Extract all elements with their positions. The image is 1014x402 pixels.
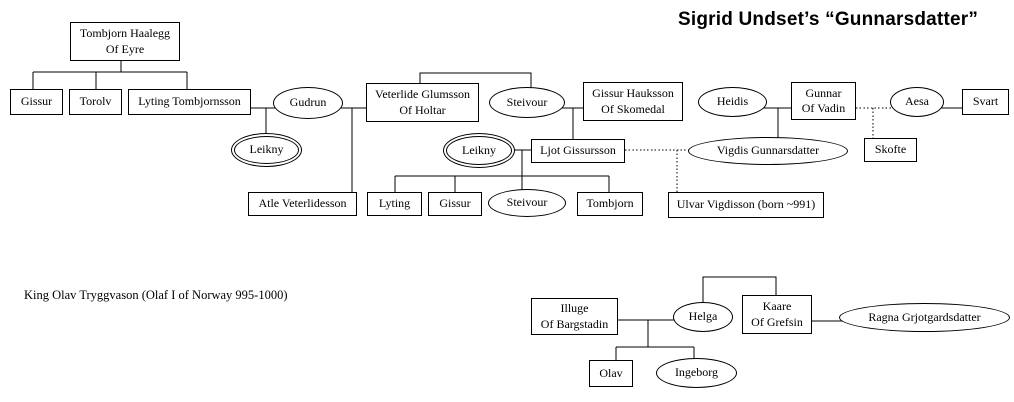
node-label: Ulvar Vigdisson (born ~991) bbox=[676, 197, 816, 212]
edge-ljot-children bbox=[394, 150, 610, 193]
node-vigdis-gunnarsdatter: Vigdis Gunnarsdatter bbox=[688, 137, 848, 165]
node-label: Kaare Of Grefsin bbox=[751, 299, 803, 329]
node-label: Ingeborg bbox=[674, 365, 719, 380]
node-aesa: Aesa bbox=[890, 87, 944, 117]
node-label: Svart bbox=[972, 94, 999, 109]
node-label: Aesa bbox=[905, 94, 929, 109]
edge-helga-kaare-overtop bbox=[702, 276, 777, 306]
node-gissur-hauksson: Gissur Hauksson Of Skomedal bbox=[583, 82, 683, 121]
node-label: Steivour bbox=[506, 195, 548, 210]
node-label: Gissur Hauksson Of Skomedal bbox=[592, 86, 674, 116]
diagram-title: Sigrid Undset’s “Gunnarsdatter” bbox=[678, 9, 979, 30]
node-label: Olav bbox=[599, 365, 623, 380]
node-label: Leikny bbox=[249, 142, 284, 157]
node-helga: Helga bbox=[673, 302, 733, 332]
node-torolv: Torolv bbox=[69, 89, 122, 115]
node-kaare-of-grefsin: Kaare Of Grefsin bbox=[742, 295, 812, 334]
node-label: Heidis bbox=[716, 94, 749, 109]
edge-tombjorn-children bbox=[32, 61, 188, 90]
node-gissur-jr: Gissur bbox=[428, 192, 482, 216]
node-label: Helga bbox=[688, 309, 718, 324]
node-veterlide-glumsson: Veterlide Glumsson Of Holtar bbox=[366, 83, 479, 122]
node-label: Tombjorn bbox=[586, 196, 634, 211]
edge-illuge-children bbox=[615, 320, 695, 362]
node-gunnar-of-vadin: Gunnar Of Vadin bbox=[791, 82, 856, 120]
node-ingeborg: Ingeborg bbox=[656, 358, 737, 388]
node-label: Atle Veterlidesson bbox=[258, 196, 347, 211]
node-label: Veterlide Glumsson Of Holtar bbox=[375, 87, 470, 117]
node-svart: Svart bbox=[962, 89, 1009, 115]
node-label: Gudrun bbox=[289, 95, 327, 110]
node-ragna-grjotgardsdatter: Ragna Grjotgardsdatter bbox=[839, 303, 1010, 332]
node-label: Ljot Gissursson bbox=[540, 143, 616, 158]
node-olav: Olav bbox=[589, 360, 633, 387]
node-atle-veterlidesson: Atle Veterlidesson bbox=[248, 192, 357, 216]
node-illuge-of-bargstadin: Illuge Of Bargstadin bbox=[531, 298, 618, 335]
node-heidis: Heidis bbox=[698, 87, 767, 117]
node-ulvar-vigdisson: Ulvar Vigdisson (born ~991) bbox=[668, 192, 824, 218]
king-olav-note: King Olav Tryggvason (Olaf I of Norway 9… bbox=[24, 288, 288, 302]
node-label: Lyting bbox=[378, 196, 411, 211]
node-lyting-tombjornsson: Lyting Tombjornsson bbox=[128, 89, 251, 115]
node-label: Leikny bbox=[462, 142, 496, 157]
node-steivour-elder: Steivour bbox=[489, 87, 565, 118]
node-tombjorn-jr: Tombjorn bbox=[577, 192, 643, 216]
edge-veterlide-steivour-overtop bbox=[419, 72, 532, 91]
node-label: Ragna Grjotgardsdatter bbox=[868, 309, 981, 324]
node-label: Torolv bbox=[79, 94, 112, 109]
node-ljot-gissursson: Ljot Gissursson bbox=[531, 139, 625, 163]
node-label: Vigdis Gunnarsdatter bbox=[716, 143, 820, 158]
node-skofte: Skofte bbox=[864, 138, 917, 162]
node-label: Tombjorn Haalegg Of Eyre bbox=[79, 26, 171, 56]
node-tombjorn-haalegg: Tombjorn Haalegg Of Eyre bbox=[70, 22, 180, 61]
node-lyting-jr: Lyting bbox=[367, 192, 422, 216]
node-label: Gunnar Of Vadin bbox=[801, 85, 846, 115]
node-label: Gissur bbox=[20, 94, 53, 109]
node-label: Steivour bbox=[506, 94, 548, 109]
node-label: Illuge Of Bargstadin bbox=[540, 301, 609, 331]
node-gudrun: Gudrun bbox=[273, 87, 343, 119]
node-leikny-1: Leikny bbox=[231, 133, 302, 167]
node-label: Lyting Tombjornsson bbox=[138, 94, 241, 109]
node-steivour-younger: Steivour bbox=[488, 189, 566, 217]
node-gissur-sr: Gissur bbox=[10, 89, 63, 115]
node-label: Gissur bbox=[439, 196, 471, 211]
node-label: Skofte bbox=[874, 142, 907, 157]
node-leikny-2: Leikny bbox=[443, 133, 515, 168]
